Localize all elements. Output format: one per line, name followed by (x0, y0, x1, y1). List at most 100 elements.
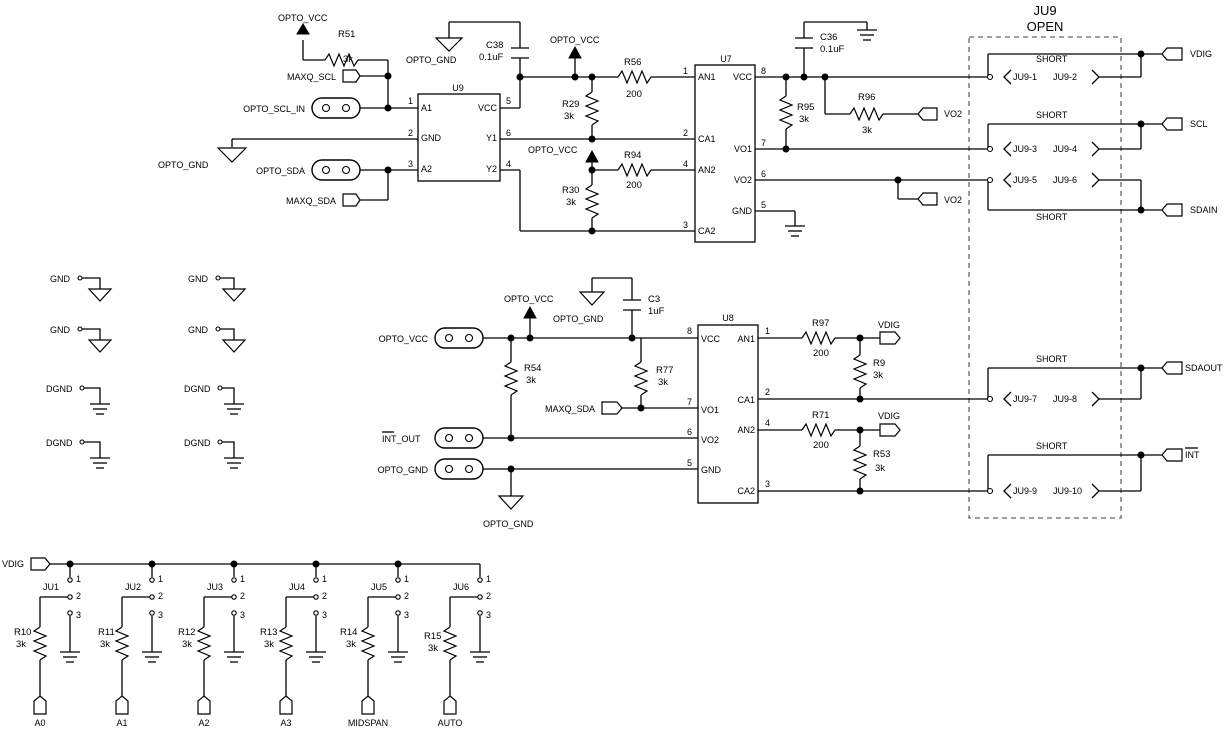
address-resistor-value: 3k (428, 643, 438, 654)
u9-pin-name: Y2 (486, 164, 497, 174)
u8-pin-name: VCC (701, 334, 721, 344)
scl-label: SCL (1190, 119, 1208, 129)
address-resistor-value: 3k (100, 639, 110, 650)
int-port (1161, 448, 1183, 462)
address-resistor-value: 3k (346, 639, 356, 650)
ju9-contact (1091, 391, 1100, 407)
vdig-label: VDIG (2, 559, 24, 569)
u9-pin-name: GND (421, 133, 442, 143)
address-resistor (114, 626, 130, 661)
vo2-label: VO2 (944, 195, 962, 205)
address-resistor (32, 626, 48, 661)
r51-value: 3k (343, 54, 353, 65)
r77-value: 3k (658, 377, 668, 388)
ju9-pin-label: JU9-10 (1053, 486, 1082, 496)
u7-pin-name: GND (732, 206, 753, 216)
jumper-ref: JU3 (207, 582, 223, 592)
ju9-pin-label: JU9-3 (1013, 144, 1037, 154)
resistor-r30 (584, 184, 600, 219)
address-resistor-ref: R14 (340, 627, 357, 638)
ju9-contact (1091, 172, 1100, 188)
power-arrow (585, 149, 599, 163)
short-label: SHORT (1036, 441, 1068, 451)
resistor-r9 (852, 354, 868, 389)
int-out-label: INT_OUT (382, 434, 421, 444)
jumper-pin: 2 (404, 591, 409, 601)
u8-pin-name: GND (701, 465, 722, 475)
address-jumper: 1 2 3 JU4 R13 3k A3 (260, 560, 327, 728)
u9-pin-num: 3 (408, 159, 413, 169)
u7-pin-num: 5 (761, 200, 766, 210)
opto-gnd-label: OPTO_GND (483, 519, 534, 529)
jumper-ref: JU6 (453, 582, 469, 592)
vo2-port (917, 192, 938, 206)
resistor-r51 (324, 52, 359, 68)
opto-gnd-label: OPTO_GND (158, 160, 209, 170)
maxq-sda-port (342, 193, 361, 207)
r95-value: 3k (799, 114, 809, 125)
r97-ref: R97 (812, 318, 829, 329)
u8-pin-num: 4 (765, 418, 770, 428)
resistor-r29 (584, 91, 600, 126)
u8-ref: U8 (722, 313, 734, 323)
address-resistor-ref: R12 (178, 627, 195, 638)
address-resistor (442, 626, 458, 661)
u8-pin-name: CA1 (737, 395, 755, 405)
address-port (115, 695, 129, 715)
u7-pin-num: 2 (683, 128, 688, 138)
opto-vcc-label: OPTO_VCC (278, 13, 328, 23)
short-label: SHORT (1036, 354, 1068, 364)
ju9-pin-label: JU9-4 (1053, 144, 1077, 154)
address-jumper: 1 2 3 JU2 R11 3k A1 (98, 560, 163, 728)
sdaout-port (1161, 361, 1183, 375)
r97-value: 200 (813, 348, 829, 359)
ju9-contact (1003, 69, 1012, 85)
address-jumper: 1 2 3 JU6 R15 3k AUTO (424, 564, 491, 728)
maxq-scl-label: MAXQ_SCL (287, 72, 336, 82)
short-label: SHORT (1036, 212, 1068, 222)
opto-vcc-label: OPTO_VCC (379, 334, 429, 344)
r96-value: 3k (862, 125, 872, 136)
u7-pin-num: 8 (761, 66, 766, 76)
address-net-label: A0 (34, 718, 45, 728)
jumper-pin: 1 (486, 574, 491, 584)
u9-pin-name: Y1 (486, 133, 497, 143)
u7-pin-num: 6 (761, 169, 766, 179)
u7-pin-num: 3 (683, 220, 688, 230)
u7-body (694, 64, 756, 243)
r29-value: 3k (564, 111, 574, 122)
address-net-label: A3 (280, 718, 291, 728)
resistor-r97 (801, 330, 836, 346)
opto-scl-in-connector (311, 97, 361, 119)
ju9-subtitle: OPEN (1027, 19, 1064, 34)
address-resistor (278, 626, 294, 661)
r54-value: 3k (526, 375, 536, 386)
resistor-r77 (633, 361, 649, 396)
gnd-legend: GND GND GND GND DGND DGND DGND DGN (46, 274, 247, 469)
address-port (33, 695, 47, 715)
power-arrow (523, 305, 537, 319)
r30-value: 3k (566, 197, 576, 208)
address-resistor-value: 3k (264, 639, 274, 650)
vdig-port (30, 557, 51, 571)
gnd-label: GND (188, 325, 209, 335)
opto-gnd-connector (434, 458, 484, 480)
u9-pin-name: A2 (421, 164, 432, 174)
address-net-label: MIDSPAN (348, 718, 388, 728)
c3-ref: C3 (648, 294, 660, 305)
vdig-port (879, 423, 901, 437)
u7-pin-name: AN1 (698, 72, 716, 82)
u8-pin-name: VO2 (701, 435, 719, 445)
u9-pin-num: 5 (506, 96, 511, 106)
short-label: SHORT (1036, 110, 1068, 120)
jumper-pin: 2 (240, 591, 245, 601)
opto-gnd-label: OPTO_GND (406, 55, 457, 65)
resistor-r95 (778, 95, 794, 130)
address-resistor-value: 3k (16, 639, 26, 650)
u7-pin-name: VO2 (734, 175, 752, 185)
gnd-label: GND (188, 274, 209, 284)
ju9-pin-label: JU9-5 (1013, 175, 1037, 185)
r51-ref: R51 (338, 29, 355, 40)
c38-value: 0.1uF (479, 52, 503, 63)
